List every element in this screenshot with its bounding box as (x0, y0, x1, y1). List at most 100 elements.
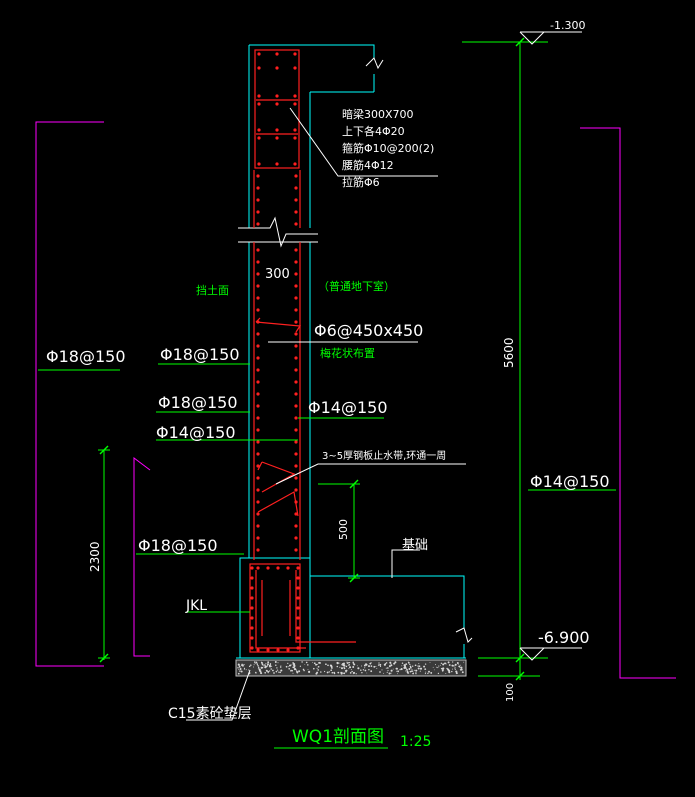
rebar-dot (275, 94, 279, 98)
pad-hatch-dot (341, 672, 343, 674)
pad-hatch-dot (348, 668, 350, 670)
pad-hatch-dot (261, 663, 264, 666)
pad-hatch-dot (442, 663, 445, 666)
pad-hatch-dot (458, 665, 461, 668)
rebar-dot (296, 586, 300, 590)
pad-hatch-dot (313, 667, 315, 670)
rebar-dot (256, 272, 260, 276)
pad-hatch-dot (305, 661, 308, 664)
rebar-dot (294, 428, 298, 432)
rebar-dot (256, 488, 260, 492)
rebar-dot (257, 128, 261, 132)
pad-hatch-dot (395, 667, 398, 670)
rebar-dot (294, 320, 298, 324)
pad-hatch-dot (451, 664, 454, 667)
rebar-dot (294, 284, 298, 288)
rebar-dot (294, 356, 298, 360)
pad-hatch-dot (295, 669, 297, 671)
pad-hatch-dot (293, 668, 297, 671)
pad-hatch-dot (385, 662, 388, 664)
pad-hatch-dot (451, 670, 453, 673)
pad-hatch-dot (274, 661, 277, 663)
pad-hatch-dot (388, 672, 391, 675)
pad-hatch-dot (406, 669, 408, 671)
pad-hatch-dot (288, 667, 291, 670)
pad-hatch-dot (339, 662, 341, 664)
pad-hatch-dot (243, 664, 245, 666)
pad-hatch-dot (460, 666, 463, 669)
pad-hatch-dot (349, 672, 352, 674)
pad-hatch-dot (390, 669, 393, 672)
pad-hatch-dot (340, 667, 344, 670)
pad-hatch-dot (260, 661, 263, 664)
pad-hatch-dot (307, 664, 309, 666)
rebar-dot (275, 128, 279, 132)
rebar-dot (275, 162, 279, 166)
rebar-dot (256, 500, 260, 504)
rebar-dot (256, 320, 260, 324)
pad-hatch-dot (448, 664, 451, 666)
pad-hatch-dot (432, 666, 434, 668)
rebar-dot (256, 368, 260, 372)
rebar-dot (256, 186, 260, 190)
pad-hatch-dot (415, 669, 418, 672)
pad-hatch-dot (459, 668, 462, 671)
rebar-dot (250, 566, 254, 570)
pad-hatch-dot (360, 669, 362, 671)
pad-hatch-dot (241, 665, 243, 667)
rebar-dot (296, 626, 300, 630)
pad-hatch-dot (293, 663, 296, 665)
pad-hatch-dot (326, 671, 329, 674)
pad-hatch-dot (441, 669, 444, 672)
rebar-dot (294, 260, 298, 264)
pad-hatch-dot (245, 669, 247, 671)
pad-hatch-dot (265, 662, 267, 664)
pad-hatch-dot (370, 665, 373, 667)
section-title: WQ1剖面图 (292, 727, 384, 747)
pad-hatch-dot (254, 662, 256, 664)
rebar-dot (257, 66, 261, 70)
pad-hatch-dot (459, 664, 461, 666)
pad-hatch-dot (413, 669, 415, 671)
pad-hatch-dot (390, 663, 392, 665)
beam-note-line: 拉筋Φ6 (342, 175, 380, 189)
pad-hatch-dot (315, 663, 317, 666)
bar-lines (38, 363, 616, 749)
rebar-dot (294, 296, 298, 300)
pad-hatch-dot (389, 661, 392, 664)
pad-hatch-dot (401, 662, 404, 664)
rebar-dot (250, 586, 254, 590)
bottom-left-bar-label: Φ18@150 (138, 536, 218, 555)
pad-hatch-dot (381, 669, 383, 671)
pad-hatch-dot (241, 664, 244, 667)
pad-hatch-dot (461, 671, 464, 674)
elevation-bottom-label: -6.900 (538, 628, 590, 647)
rebar-dot (294, 222, 298, 226)
rebar-dot (294, 210, 298, 214)
rebar-dot (256, 648, 260, 652)
rebar-dot (266, 648, 270, 652)
pad-hatch-dot (237, 663, 240, 666)
rebar-dot (256, 464, 260, 468)
rebar-dot (296, 636, 300, 640)
pad-hatch-dot (454, 666, 456, 668)
rebar-dot (275, 136, 279, 140)
pad-hatch-dot (386, 671, 388, 673)
rebar-dot (275, 102, 279, 106)
pad-hatch-dot (257, 664, 258, 665)
rebar-dot (256, 296, 260, 300)
pad-hatch-dot (331, 667, 333, 669)
pad-hatch-dot (452, 661, 454, 663)
pad-hatch-dot (243, 668, 245, 670)
pad-hatch-dot (345, 665, 348, 668)
rebar-dot (286, 648, 290, 652)
pad-hatch-dot (258, 668, 261, 671)
pad-hatch-dot (413, 672, 414, 674)
pad-hatch-dot (290, 664, 292, 666)
rebar-dot (294, 368, 298, 372)
pad-hatch-dot (287, 662, 289, 664)
pad-hatch-dot (265, 669, 268, 672)
rebar-dot (296, 606, 300, 610)
left-upper-bar-label: Φ18@150 (160, 345, 240, 364)
pad-hatch-dot (397, 673, 398, 675)
